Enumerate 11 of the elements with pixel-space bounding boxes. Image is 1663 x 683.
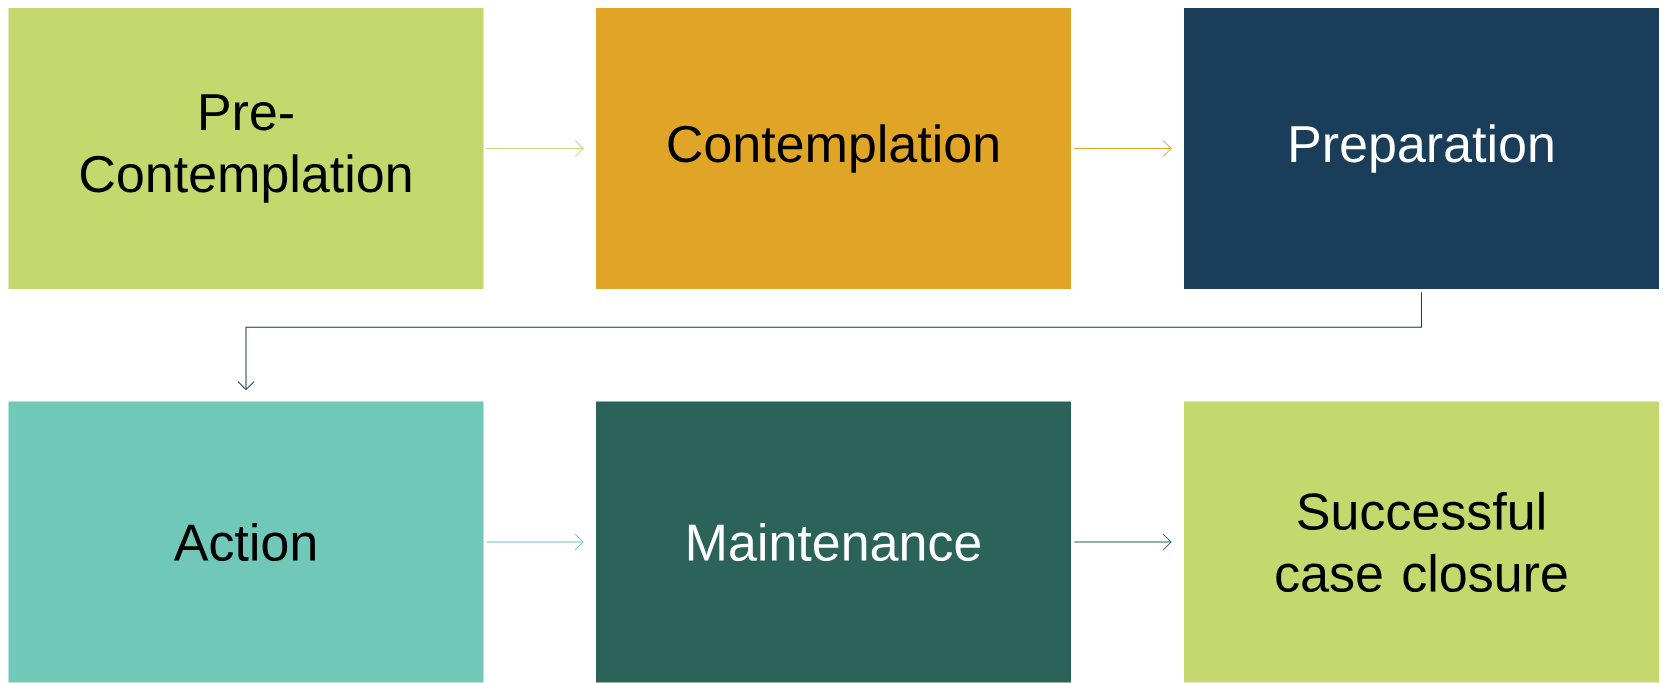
arrow: [237, 291, 1422, 391]
arrow: [486, 533, 584, 551]
arrow: [486, 140, 584, 157]
arrow: [1073, 533, 1172, 551]
process-box: Pre-Contemplation: [8, 8, 484, 289]
process-box: Action: [8, 401, 484, 683]
process-box: Successful case closure: [1184, 401, 1659, 683]
process-box: Contemplation: [596, 8, 1071, 289]
arrow: [1073, 140, 1172, 157]
process-box: Preparation: [1184, 8, 1659, 289]
process-box: Maintenance: [596, 401, 1071, 683]
